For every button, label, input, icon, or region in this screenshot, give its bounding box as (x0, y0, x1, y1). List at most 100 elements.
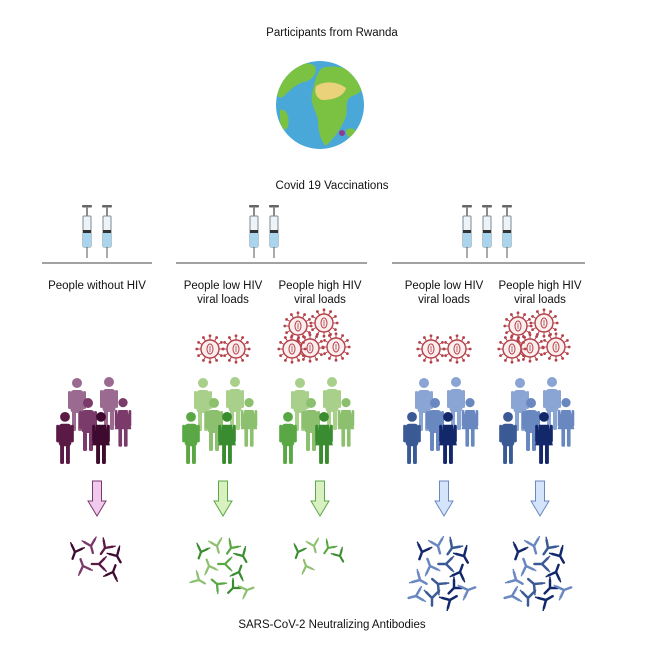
person-icon (535, 412, 553, 464)
group-label-no-hiv: People without HIV (42, 279, 152, 293)
antibody-icon (106, 545, 122, 564)
antibody-icon (225, 537, 242, 555)
arrow-down-icon (213, 480, 233, 517)
group-label-low-hiv-1: People low HIV viral loads (168, 279, 278, 307)
antibody-icon (408, 568, 428, 586)
virus-icon (309, 308, 339, 338)
antibody-icon (323, 538, 338, 555)
virus-icon (529, 308, 559, 338)
syringe-icon (482, 205, 492, 258)
person-icon (240, 398, 258, 447)
group-label-line: viral loads (197, 294, 249, 306)
person-icon (426, 398, 444, 451)
antibody-icon (189, 570, 206, 585)
person-icon (499, 412, 517, 464)
antibody-icon (457, 584, 477, 601)
antibody-icon (233, 546, 248, 563)
person-icon (337, 398, 355, 447)
antibody-icon (305, 537, 320, 554)
group-label-high-hiv-2: People high HIV viral loads (485, 279, 595, 307)
antibody-icon (424, 557, 441, 577)
group-label-line: People low HIV (183, 280, 263, 292)
virus-icon (221, 334, 251, 364)
antibody-icon (210, 578, 228, 595)
antibody-icon (523, 535, 541, 555)
arrow-down-icon (530, 480, 550, 517)
antibody-icon (99, 537, 116, 556)
antibody-icon (207, 536, 223, 554)
person-icon (315, 412, 333, 464)
globe-icon (276, 61, 364, 149)
antibody-icon (227, 577, 244, 594)
antibody-icon (81, 536, 97, 555)
group-label-high-hiv-1: People high HIV viral loads (265, 279, 375, 307)
arrow-down-icon (310, 480, 330, 517)
antibody-icon (293, 543, 307, 560)
person-icon (114, 398, 132, 447)
person-icon (461, 398, 479, 447)
antibody-icon (103, 564, 119, 582)
virus-icon (277, 334, 307, 364)
antibody-icon (534, 594, 554, 612)
person-icon (439, 412, 457, 464)
group-label-line: People without HIV (48, 280, 146, 292)
diagram-title: Participants from Rwanda (266, 27, 398, 39)
person-icon (302, 398, 320, 451)
antibody-icon (69, 542, 85, 560)
group-label-line: viral loads (514, 294, 566, 306)
group-label-line: People high HIV (498, 280, 582, 292)
antibody-icon (301, 558, 315, 575)
person-icon (205, 398, 223, 451)
person-icon (92, 412, 110, 464)
antibody-icon (446, 536, 464, 556)
antibody-icon (545, 563, 562, 583)
antibody-icon (77, 558, 93, 576)
rwanda-marker (339, 130, 345, 136)
virus-icon (503, 311, 533, 341)
antibody-icon (449, 563, 466, 583)
syringe-icon (502, 205, 512, 258)
antibody-icon (237, 585, 255, 600)
person-icon (403, 412, 421, 464)
person-icon (56, 412, 74, 464)
antibody-icon (229, 564, 244, 582)
group-label-line: viral loads (418, 294, 470, 306)
virus-icon (541, 332, 571, 362)
antibody-icon (542, 536, 560, 556)
virus-icon (195, 334, 225, 364)
arrow-down-icon (87, 480, 107, 517)
virus-icon (321, 332, 351, 362)
antibody-icon (217, 556, 233, 572)
antibody-icon (548, 544, 566, 564)
antibody-icon (504, 568, 524, 586)
syringe-icon (462, 205, 472, 258)
antibody-icon (553, 584, 573, 601)
person-icon (557, 398, 575, 447)
antibody-icon (196, 542, 211, 560)
syringe-icon (102, 205, 112, 258)
antibody-icon (438, 594, 458, 612)
person-icon (194, 378, 212, 431)
person-icon (511, 378, 529, 431)
person-icon (182, 412, 200, 464)
antibody-icon (452, 544, 470, 564)
group-label-line: People high HIV (278, 280, 362, 292)
person-icon (79, 398, 97, 451)
antibodies-label: SARS-CoV-2 Neutralizing Antibodies (238, 619, 426, 631)
person-icon (218, 412, 236, 464)
antibody-icon (520, 557, 537, 577)
virus-icon (442, 334, 472, 364)
antibody-icon (512, 541, 529, 561)
antibody-icon (437, 555, 455, 573)
group-label-low-hiv-2: People low HIV viral loads (389, 279, 499, 307)
virus-icon (416, 334, 446, 364)
syringe-icon (82, 205, 92, 258)
antibody-icon (204, 558, 219, 576)
arrow-down-icon (434, 480, 454, 517)
antibody-icon (427, 535, 445, 555)
antibody-icon (503, 585, 523, 603)
person-icon (522, 398, 540, 451)
person-icon (279, 412, 297, 464)
antibody-icon (416, 541, 433, 561)
